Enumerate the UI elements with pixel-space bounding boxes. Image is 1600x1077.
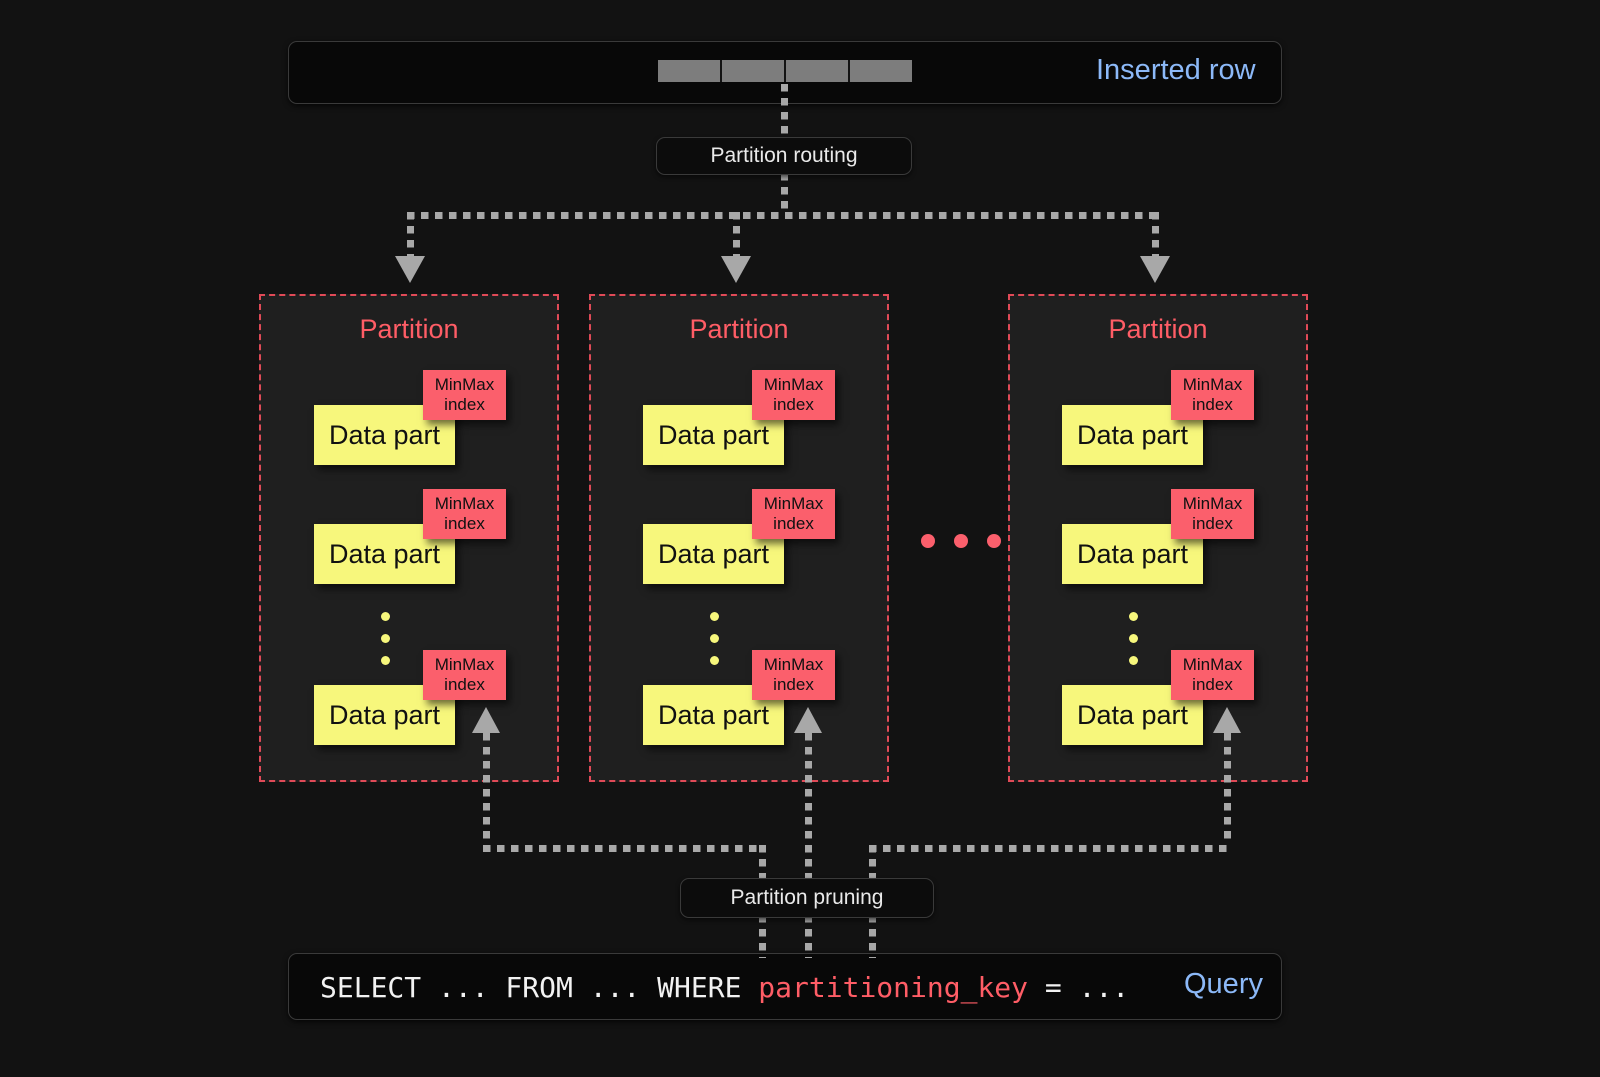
arrow-up-partition-1 [472, 707, 500, 733]
connector-prune-leg-3 [1224, 733, 1231, 845]
minmax-line-1: MinMax [763, 494, 824, 514]
inserted-row-label: Inserted row [1096, 54, 1256, 86]
partition-1-data-part-3: Data part [314, 685, 455, 745]
connector-prune-leg-1 [483, 733, 490, 845]
partition-1-minmax-index-3: MinMax index [423, 650, 506, 700]
connector-fanout-bus [407, 212, 1159, 219]
minmax-line-2: index [1192, 395, 1233, 414]
partition-1-minmax-index-2: MinMax index [423, 489, 506, 539]
partition-1-vertical-ellipsis [381, 612, 390, 678]
partition-1-minmax-index-1: MinMax index [423, 370, 506, 420]
partition-3-minmax-index-3: MinMax index [1171, 650, 1254, 700]
minmax-line-1: MinMax [1182, 655, 1243, 675]
partition-1-data-part-2: Data part [314, 524, 455, 584]
minmax-line-1: MinMax [434, 375, 495, 395]
ellipsis-dot [954, 534, 968, 548]
row-cell [722, 60, 786, 82]
partition-pruning-label: Partition pruning [730, 886, 884, 909]
query-column: partitioning_key [758, 971, 1029, 1004]
partition-pruning-box: Partition pruning [680, 878, 934, 918]
minmax-line-2: index [773, 675, 814, 694]
connector-drop-partition-3 [1152, 212, 1159, 261]
minmax-line-2: index [444, 675, 485, 694]
minmax-line-1: MinMax [1182, 375, 1243, 395]
partition-routing-label: Partition routing [710, 144, 858, 167]
connector-prune-horizontal-left [483, 845, 765, 852]
arrow-down-partition-2 [721, 256, 751, 283]
ellipsis-dot [1129, 634, 1138, 643]
row-cell [658, 60, 722, 82]
connector-prune-horizontal-right [869, 845, 1231, 852]
ellipsis-dot [710, 656, 719, 665]
minmax-line-2: index [1192, 514, 1233, 533]
minmax-line-1: MinMax [434, 494, 495, 514]
ellipsis-dot [1129, 612, 1138, 621]
arrow-down-partition-3 [1140, 256, 1170, 283]
minmax-line-2: index [773, 514, 814, 533]
query-label: Query [1184, 968, 1263, 1000]
ellipsis-dot [710, 612, 719, 621]
minmax-line-2: index [444, 395, 485, 414]
query-prefix: SELECT ... FROM ... WHERE [320, 971, 759, 1004]
connector-drop-partition-2 [733, 212, 740, 261]
minmax-line-2: index [444, 514, 485, 533]
connector-prune-leg-2 [805, 733, 812, 958]
ellipsis-dot [710, 634, 719, 643]
partition-3-minmax-index-1: MinMax index [1171, 370, 1254, 420]
ellipsis-dot [381, 656, 390, 665]
partition-routing-box: Partition routing [656, 137, 912, 175]
ellipsis-dot [381, 612, 390, 621]
partitions-horizontal-ellipsis [921, 534, 1001, 548]
minmax-line-2: index [1192, 675, 1233, 694]
minmax-line-1: MinMax [763, 655, 824, 675]
ellipsis-dot [381, 634, 390, 643]
minmax-line-1: MinMax [434, 655, 495, 675]
partition-2-minmax-index-1: MinMax index [752, 370, 835, 420]
row-cell [786, 60, 850, 82]
ellipsis-dot [1129, 656, 1138, 665]
partition-1-title: Partition [359, 314, 459, 344]
arrow-down-partition-1 [395, 256, 425, 283]
partition-3-minmax-index-2: MinMax index [1171, 489, 1254, 539]
partition-3-title: Partition [1108, 314, 1208, 344]
connector-routing-to-bus [781, 173, 788, 215]
partition-2-minmax-index-2: MinMax index [752, 489, 835, 539]
minmax-line-2: index [773, 395, 814, 414]
query-suffix: = ... [1028, 971, 1130, 1004]
ellipsis-dot [987, 534, 1001, 548]
inserted-row-cells [658, 60, 912, 82]
partition-2-minmax-index-3: MinMax index [752, 650, 835, 700]
arrow-up-partition-3 [1213, 707, 1241, 733]
ellipsis-dot [921, 534, 935, 548]
minmax-line-1: MinMax [763, 375, 824, 395]
connector-drop-partition-1 [407, 212, 414, 261]
partition-2-vertical-ellipsis [710, 612, 719, 678]
row-cell [850, 60, 912, 82]
partition-3-data-part-2: Data part [1062, 524, 1203, 584]
arrow-up-partition-2 [794, 707, 822, 733]
minmax-line-1: MinMax [1182, 494, 1243, 514]
connector-row-to-routing [781, 84, 788, 138]
partition-3-vertical-ellipsis [1129, 612, 1138, 678]
query-statement: SELECT ... FROM ... WHERE partitioning_k… [320, 971, 1129, 1004]
partition-2-title: Partition [689, 314, 789, 344]
query-bar [288, 953, 1282, 1020]
